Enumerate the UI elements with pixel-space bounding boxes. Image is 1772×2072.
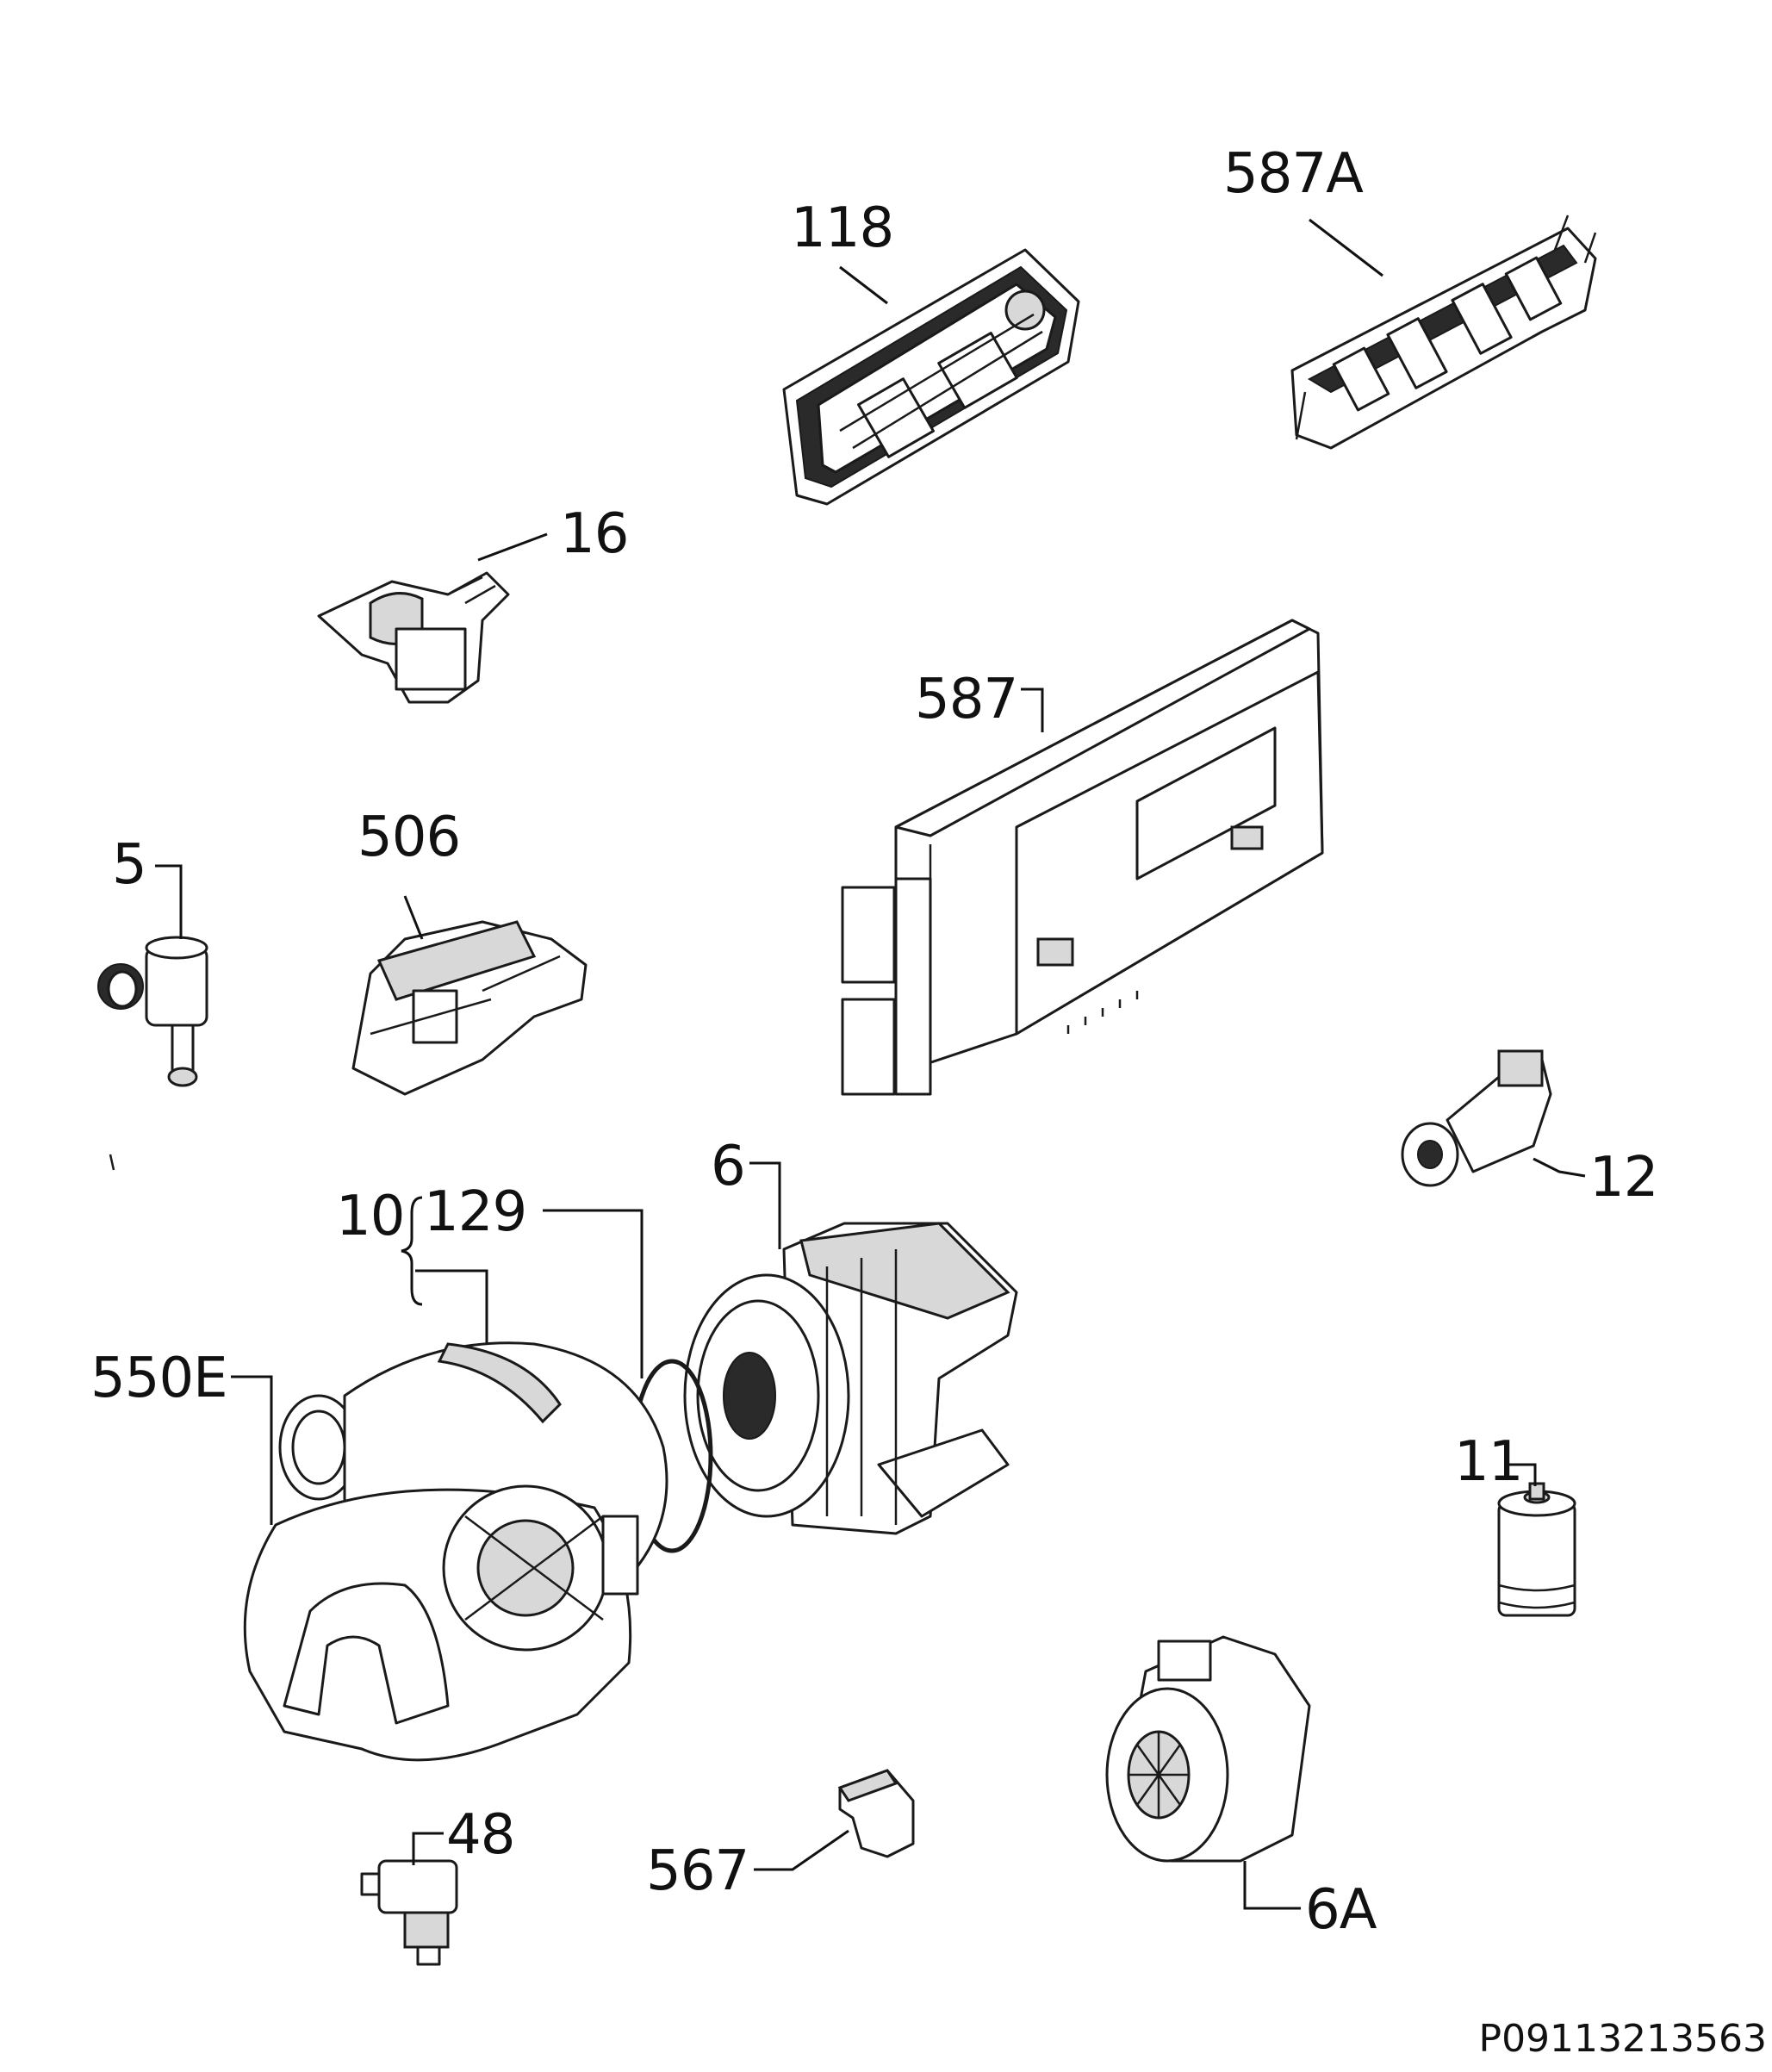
leader-6A	[1243, 1861, 1301, 1910]
leader-5	[155, 864, 183, 939]
part-587A-display-board	[1290, 215, 1597, 450]
part-6-circulation-pump	[683, 1222, 1018, 1535]
part-567-clip	[837, 1769, 915, 1858]
part-5-inlet-valve	[97, 936, 208, 1087]
callout-567: 567	[646, 1839, 749, 1903]
callout-16: 16	[560, 502, 629, 566]
part-587-electronic-module	[841, 619, 1324, 1096]
leader-12	[1533, 1157, 1586, 1178]
leader-129	[543, 1209, 644, 1378]
leader-506	[403, 895, 424, 940]
callout-506: 506	[358, 806, 461, 869]
callout-587A: 587A	[1223, 142, 1364, 206]
leader-6	[749, 1161, 781, 1249]
leader-10	[415, 1269, 488, 1344]
callout-10: 10	[336, 1185, 405, 1248]
leader-16	[477, 532, 548, 562]
callout-118: 118	[791, 196, 894, 260]
part-11-capacitor	[1497, 1482, 1576, 1617]
leader-48	[412, 1832, 444, 1865]
leader-587	[1021, 688, 1044, 732]
callout-11: 11	[1454, 1430, 1523, 1494]
leader-11	[1509, 1463, 1537, 1486]
callout-5: 5	[112, 833, 147, 897]
brace-10	[401, 1196, 423, 1306]
part-118-control-board	[782, 248, 1080, 506]
callout-587: 587	[915, 668, 1018, 731]
callout-6A: 6A	[1305, 1878, 1377, 1942]
part-12-sensor	[1401, 1049, 1552, 1187]
part-506-bracket	[351, 920, 588, 1096]
part-16-door-lock	[317, 571, 510, 704]
leader-118	[839, 265, 888, 305]
callout-12: 12	[1589, 1146, 1658, 1210]
part-6A-drain-pump	[1105, 1635, 1311, 1863]
callout-6: 6	[711, 1135, 746, 1198]
part-550E-sump-assembly	[243, 1341, 668, 1762]
callout-129: 129	[424, 1180, 527, 1244]
callout-48: 48	[446, 1803, 515, 1867]
part-48-sensor	[360, 1859, 458, 1966]
leader-587A	[1309, 218, 1383, 277]
callout-550E: 550E	[90, 1347, 228, 1410]
leader-550E	[231, 1375, 273, 1525]
stray-mark	[109, 1154, 115, 1171]
drawing-code: P09113213563	[1478, 2017, 1767, 2061]
leader-567	[754, 1829, 849, 1871]
